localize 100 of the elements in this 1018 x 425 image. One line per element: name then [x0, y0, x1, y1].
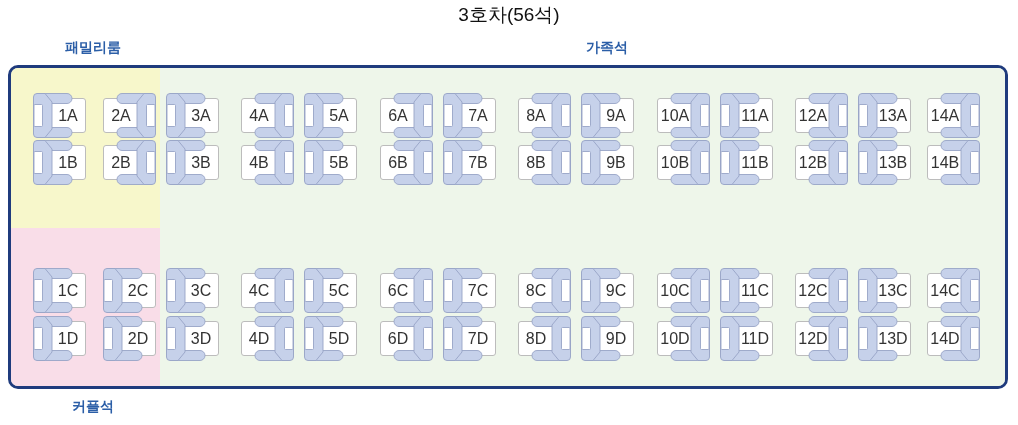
- seat-number: 2B: [111, 153, 131, 172]
- seat-number: 13C: [878, 281, 908, 300]
- seat: [103, 140, 156, 185]
- seat-number: 13D: [878, 329, 908, 348]
- seat-number: 2C: [127, 281, 149, 300]
- seat: [304, 316, 357, 361]
- seat: [657, 268, 710, 313]
- seat-number: 14C: [930, 281, 960, 300]
- seat-number: 10D: [660, 329, 690, 348]
- seat: [443, 316, 496, 361]
- seat: [166, 268, 219, 313]
- seat: [720, 140, 773, 185]
- seat-number: 13B: [878, 153, 908, 172]
- seat-number: 11A: [741, 106, 769, 125]
- seat: [720, 268, 773, 313]
- seat-number: 5C: [328, 281, 350, 300]
- seat-number: 14D: [930, 329, 960, 348]
- seat: [795, 316, 848, 361]
- seat: [33, 93, 86, 138]
- seat-number: 12C: [798, 281, 828, 300]
- seat: [657, 316, 710, 361]
- seat-number: 2D: [127, 329, 149, 348]
- seat-number: 6A: [388, 106, 408, 125]
- seat: [304, 140, 357, 185]
- seat: [858, 316, 911, 361]
- seat-number: 1B: [58, 153, 78, 172]
- seat-number: 6B: [388, 153, 408, 172]
- seat: [241, 316, 294, 361]
- seat: [927, 268, 980, 313]
- seat-number: 2A: [111, 106, 131, 125]
- seat: [657, 93, 710, 138]
- seat-number: 7B: [468, 153, 488, 172]
- seat-number: 4B: [249, 153, 269, 172]
- seat-number: 6C: [387, 281, 409, 300]
- seat-number: 10A: [660, 106, 690, 125]
- seat: [33, 140, 86, 185]
- seat: [103, 268, 156, 313]
- seat: [581, 140, 634, 185]
- seat-number: 8A: [526, 106, 546, 125]
- seat-number: 5A: [329, 106, 349, 125]
- seat: [927, 140, 980, 185]
- seat: [33, 316, 86, 361]
- seat: [380, 93, 433, 138]
- railcar-outline: [8, 65, 1008, 389]
- zone-heading: 가족석: [586, 38, 628, 57]
- seat-number: 12D: [798, 329, 828, 348]
- seat-number: 3D: [190, 329, 212, 348]
- seat-number: 5B: [329, 153, 349, 172]
- seat-number: 13A: [878, 106, 908, 125]
- seat: [166, 316, 219, 361]
- seat-number: 14A: [930, 106, 960, 125]
- seat: [858, 268, 911, 313]
- seat: [166, 93, 219, 138]
- seat: [581, 316, 634, 361]
- zone-heading: 커플석: [72, 397, 114, 416]
- seat: [241, 268, 294, 313]
- seat-number: 8C: [525, 281, 547, 300]
- seating-zone: [11, 228, 160, 386]
- seat-number: 7A: [468, 106, 488, 125]
- seat-number: 11B: [741, 153, 769, 172]
- seat: [241, 140, 294, 185]
- seat-number: 11D: [740, 329, 770, 348]
- seat: [795, 140, 848, 185]
- seat: [33, 268, 86, 313]
- seat-number: 4D: [248, 329, 270, 348]
- seat-number: 4C: [248, 281, 270, 300]
- seat-number: 3A: [191, 106, 211, 125]
- seat-number: 9C: [605, 281, 627, 300]
- seating-zone: [11, 68, 160, 228]
- seat-number: 9A: [606, 106, 626, 125]
- seat-number: 6D: [387, 329, 409, 348]
- seat: [795, 93, 848, 138]
- seat-number: 1D: [57, 329, 79, 348]
- seat: [581, 268, 634, 313]
- seat: [380, 268, 433, 313]
- seat: [443, 268, 496, 313]
- seat-number: 9B: [606, 153, 626, 172]
- seat: [166, 140, 219, 185]
- seat: [518, 140, 571, 185]
- seat-number: 8D: [525, 329, 547, 348]
- seat: [380, 140, 433, 185]
- seat-number: 12B: [798, 153, 828, 172]
- seat: [518, 93, 571, 138]
- seat-number: 10B: [660, 153, 690, 172]
- seat-number: 1A: [58, 106, 78, 125]
- seat-number: 5D: [328, 329, 350, 348]
- diagram-title: 3호차(56석): [458, 3, 560, 27]
- seat-number: 3C: [190, 281, 212, 300]
- seat: [858, 140, 911, 185]
- seat: [858, 93, 911, 138]
- seat-number: 3B: [191, 153, 211, 172]
- seat-number: 12A: [798, 106, 828, 125]
- seat: [304, 268, 357, 313]
- seat: [657, 140, 710, 185]
- seat: [103, 316, 156, 361]
- seat-number: 11C: [740, 281, 770, 300]
- zone-heading: 패밀리룸: [65, 38, 121, 57]
- seat-number: 8B: [526, 153, 546, 172]
- seat: [927, 93, 980, 138]
- seat-number: 7D: [467, 329, 489, 348]
